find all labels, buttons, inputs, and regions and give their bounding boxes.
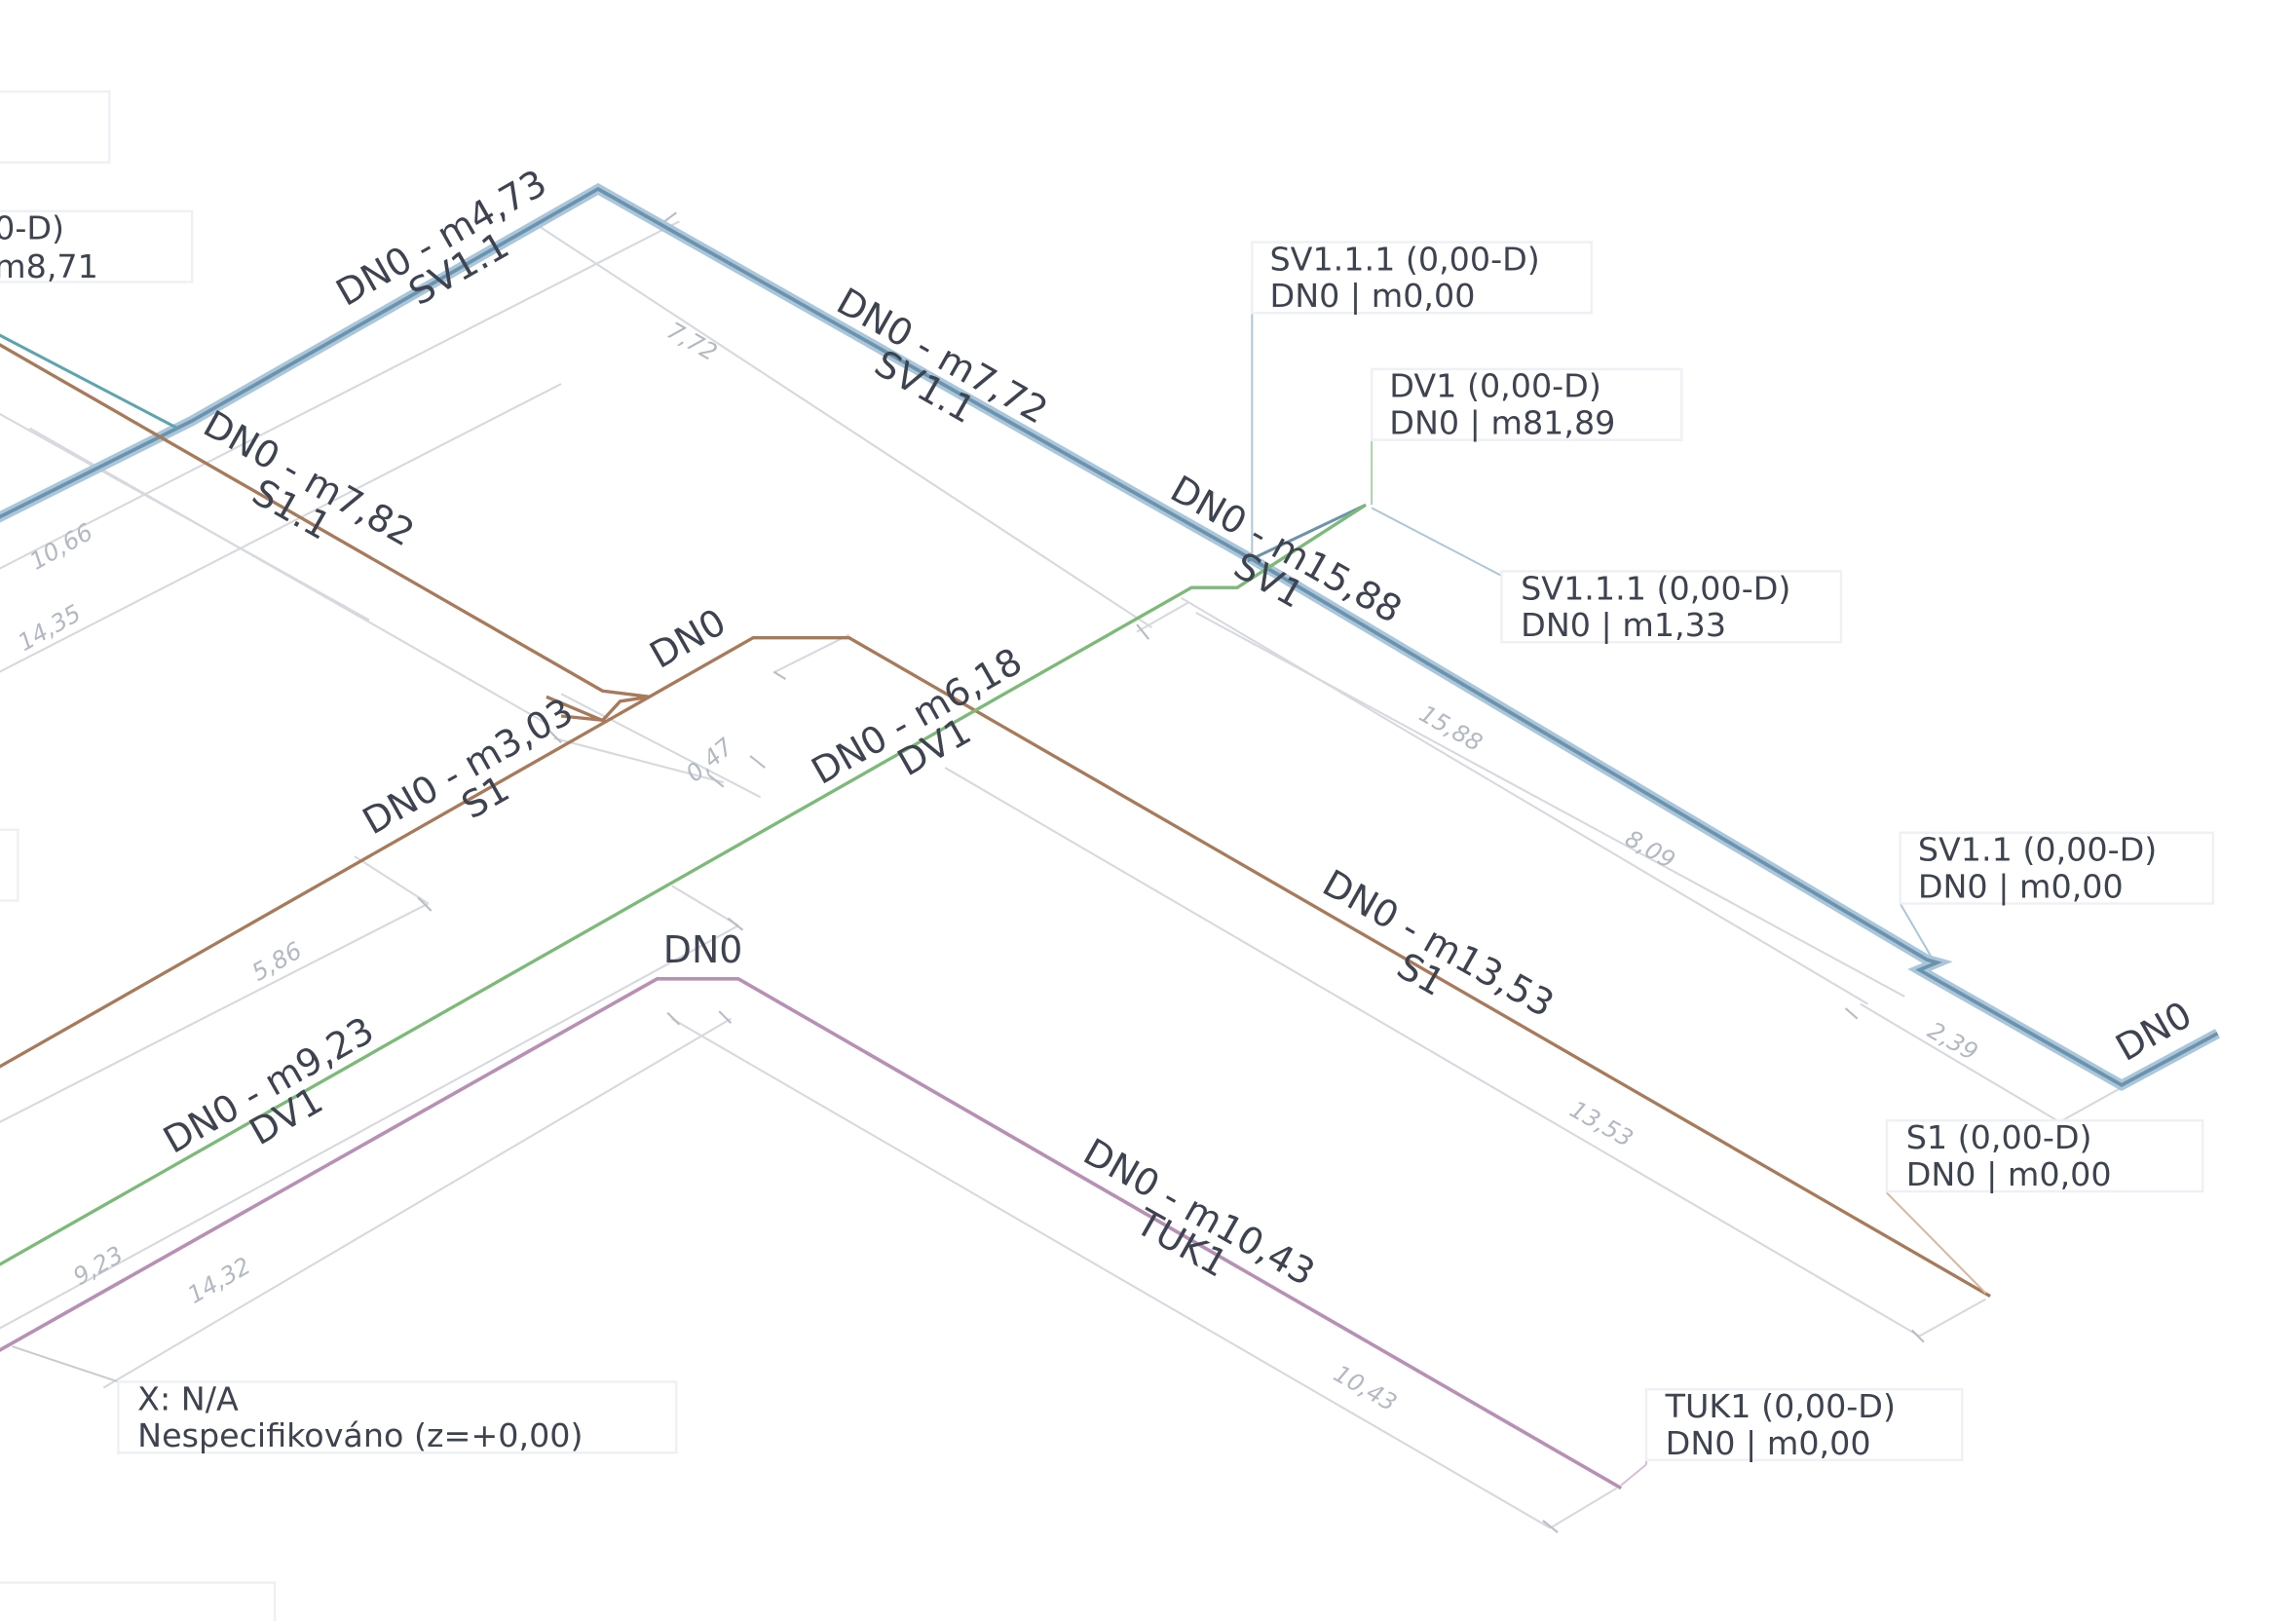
tag-line-1: SV1.1 (0,00-D) (1918, 831, 2157, 869)
tag-box-left-upper: 0-D) m8,71 (0, 209, 194, 285)
dimension-value: 14,35 (13, 598, 86, 657)
tag-line-2: DN0 | m0,00 (1918, 867, 2124, 905)
tag-line-2: DN0 | m0,00 (1906, 1155, 2112, 1193)
tag-box-dv1: DV1 (0,00-D) DN0 | m81,89 (1370, 367, 1683, 442)
tag-line-1: 0-D) (0, 209, 64, 247)
empty-tag-box (0, 1581, 277, 1621)
empty-tag-box (0, 90, 111, 164)
dimension-value: 5,86 (246, 936, 306, 987)
tag-line-2: DN0 | m0,00 (1270, 277, 1476, 315)
pipe-sv-upper-left (0, 333, 178, 430)
tag-line-2: m8,71 (0, 247, 98, 285)
tag-line-1: SV1.1.1 (0,00-D) (1270, 240, 1540, 278)
dimension-value: 14,32 (183, 1251, 256, 1309)
empty-tag-box (0, 828, 19, 902)
pipe-label-dn: DN0 (643, 600, 734, 677)
dimension-value: 15,88 (1414, 699, 1487, 757)
pipe-tuk (0, 976, 1623, 1490)
dimension-value: 8,09 (1621, 824, 1680, 875)
dimension-value: 10,66 (24, 517, 97, 576)
tag-box-sv111-top: SV1.1.1 (0,00-D) DN0 | m0,00 (1251, 240, 1594, 315)
pipe-label-top: DN0 - m13,53 (1316, 861, 1562, 1026)
dimension-lines (0, 220, 2127, 1529)
tag-line-1: SV1.1.1 (0,00-D) (1521, 569, 1790, 607)
tag-line-1: S1 (0,00-D) (1906, 1118, 2092, 1156)
pipe-label-top: DN0 - m3,03 (356, 690, 581, 843)
tag-line-2: DN0 | m0,00 (1666, 1424, 1871, 1462)
tag-line-2: DN0 | m1,33 (1521, 606, 1726, 644)
pipe-label-dn: DN0 (663, 928, 743, 971)
tag-line-1: X: N/A (137, 1379, 239, 1417)
tag-line-1: TUK1 (0,00-D) (1665, 1387, 1896, 1425)
dimension-value: 7,72 (662, 316, 722, 366)
dimension-value: 13,53 (1565, 1095, 1638, 1152)
tag-box-tuk1: TUK1 (0,00-D) DN0 | m0,00 (1644, 1387, 1964, 1462)
tag-box-unspecified: X: N/A Nespecifikováno (z=+0,00) (117, 1379, 678, 1454)
pipe-s (0, 343, 1991, 1299)
pipe-label-dn: DN0 (2109, 993, 2200, 1070)
tag-box-s1: S1 (0,00-D) DN0 | m0,00 (1885, 1118, 2204, 1193)
tag-line-2: DN0 | m81,89 (1389, 404, 1615, 442)
dimension-value: 10,43 (1329, 1359, 1402, 1416)
pipe-dv (0, 503, 1367, 1266)
tag-box-sv11: SV1.1 (0,00-D) DN0 | m0,00 (1899, 831, 2215, 905)
tag-line-1: DV1 (0,00-D) (1389, 367, 1601, 405)
tag-line-2: Nespecifikováno (z=+0,00) (137, 1416, 583, 1454)
pipe-sv (0, 182, 2220, 1091)
tag-box-sv111-mid: SV1.1.1 (0,00-D) DN0 | m1,33 (1500, 569, 1843, 644)
dimension-ticks (417, 211, 2062, 1533)
